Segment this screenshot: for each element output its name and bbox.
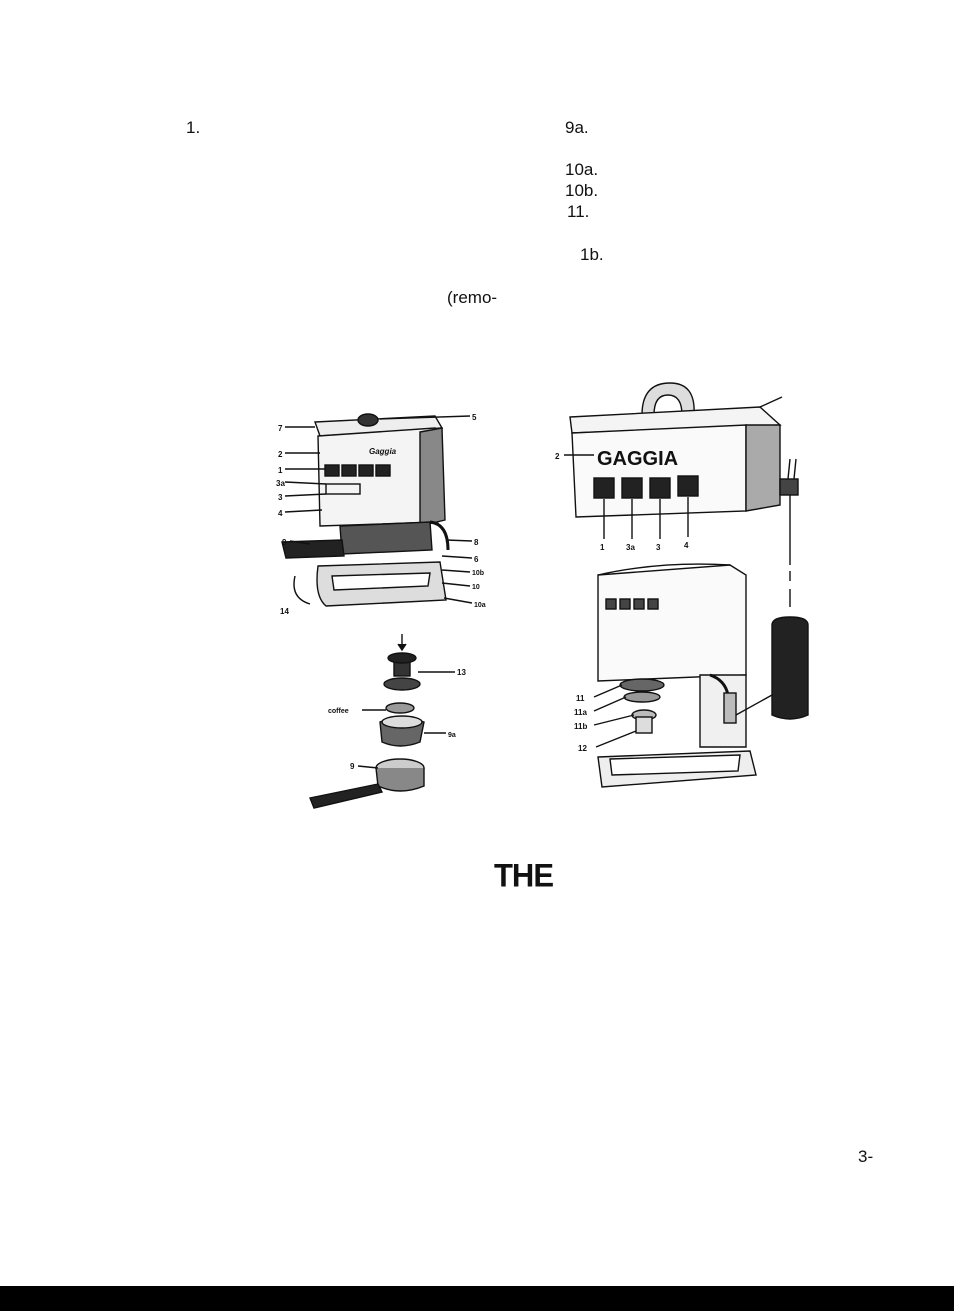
left-callout-5: 5 <box>472 413 477 422</box>
right-machine-drawing: GAGGIA 2 1 3a 3 4 11 11a 11b 12 <box>555 382 809 788</box>
bottom-scan-bar <box>0 1286 954 1311</box>
right-callout-11a: 11a <box>574 708 587 717</box>
right-callout-4: 4 <box>684 541 689 550</box>
right-callout-11b: 11b <box>574 722 587 731</box>
right-callout-12: 12 <box>578 744 587 753</box>
right-callout-2: 2 <box>555 452 560 461</box>
item-number-10b: 10b. <box>565 181 599 200</box>
left-callout-9a: 9a <box>448 732 456 739</box>
left-callout-coffee: coffee <box>328 708 349 715</box>
item-number-11: 11. <box>567 202 590 221</box>
section-heading-fragment: THE <box>494 857 554 894</box>
left-callout-14: 14 <box>280 607 289 616</box>
fragment-remo: (remo- <box>447 288 498 307</box>
left-callout-4: 4 <box>278 509 283 518</box>
right-brand-logo: GAGGIA <box>597 448 678 470</box>
right-machine-figure: GAGGIA 2 1 3a 3 4 11 11a 11b 12 <box>550 375 850 795</box>
left-callout-10b: 10b <box>472 570 484 577</box>
right-callout-3: 3 <box>656 543 661 552</box>
left-machine-figure: Gaggia 7 2 1 3a 3 4 9 14 5 8 6 10b 10 10… <box>270 400 510 820</box>
page-number: 3- <box>858 1147 874 1166</box>
left-callout-1: 1 <box>278 466 283 475</box>
left-callout-6: 6 <box>474 555 479 564</box>
left-callout-10a: 10a <box>474 602 486 609</box>
left-callout-3a: 3a <box>276 479 285 488</box>
item-number-1: 1. <box>186 118 201 137</box>
left-callout-7: 7 <box>278 424 283 433</box>
item-number-10a: 10a. <box>565 160 599 179</box>
right-callout-11: 11 <box>576 694 585 703</box>
left-callout-9-portafilter: 9 <box>350 762 355 771</box>
item-number-9a: 9a. <box>565 118 589 137</box>
left-machine-drawing: Gaggia 7 2 1 3a 3 4 9 14 5 8 6 10b 10 10… <box>276 413 486 809</box>
left-callout-9: 9 <box>282 538 287 547</box>
left-callout-8: 8 <box>474 538 479 547</box>
left-brand-logo: Gaggia <box>369 447 397 456</box>
left-callout-3: 3 <box>278 493 283 502</box>
left-callout-13: 13 <box>457 668 466 677</box>
right-callout-3a: 3a <box>626 543 635 552</box>
left-callout-2: 2 <box>278 450 283 459</box>
right-callout-1: 1 <box>600 543 605 552</box>
left-callout-10: 10 <box>472 584 480 591</box>
item-number-1b: 1b. <box>580 245 604 264</box>
